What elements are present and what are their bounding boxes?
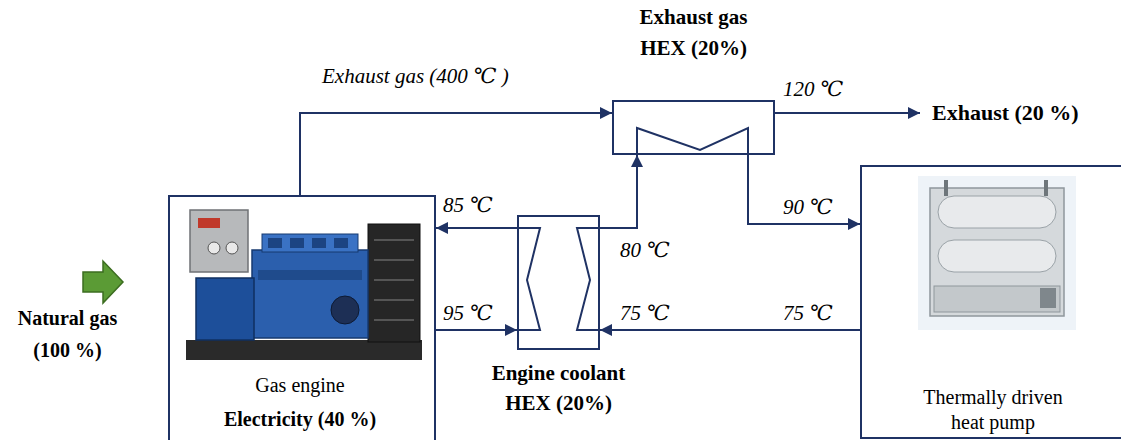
flow-label: Exhaust gas (400 ℃ )	[322, 63, 509, 89]
flow-connector	[436, 329, 517, 331]
engine-head	[262, 234, 358, 252]
node-heading: Exhaust gas HEX (20%)	[619, 2, 769, 64]
engine-pulley	[331, 296, 359, 324]
heat-pump-frame	[930, 188, 1064, 316]
heat-exchanger-box: Engine coolant HEX (20%)	[517, 215, 600, 350]
node-heading: Engine coolant HEX (20%)	[474, 358, 644, 418]
heat-pump-backdrop	[918, 176, 1076, 330]
heat-pump-box: Thermally driven heat pump	[860, 165, 1121, 439]
output-label: Exhaust (20 %)	[932, 99, 1079, 127]
radiator-grille	[374, 319, 414, 321]
node-title: Thermally driven heat pump	[908, 385, 1078, 435]
flow-connector	[436, 227, 517, 229]
engine-block	[252, 250, 368, 338]
heat-pump-pipe	[1044, 180, 1048, 196]
radiator-grille	[374, 299, 414, 301]
control-panel	[190, 210, 248, 272]
temperature-label: 90 ℃	[783, 194, 833, 220]
cylinder-cap	[268, 238, 282, 248]
heat-pump-shell	[938, 196, 1056, 228]
temperature-label: 95 ℃	[443, 300, 493, 326]
exhaust-outlet-line	[775, 112, 920, 114]
generator-skid	[186, 340, 422, 360]
heat-pump-pipe	[944, 180, 948, 196]
heat-pump-control	[1040, 288, 1056, 308]
heat-pump-base	[934, 286, 1060, 312]
flow-connector	[600, 155, 637, 228]
cylinder-cap	[290, 238, 304, 248]
flow-connector	[600, 329, 860, 331]
temperature-label: 75 ℃	[620, 300, 670, 326]
flow-connector	[748, 155, 860, 224]
radiator-grille	[374, 259, 414, 261]
engine-manifold	[258, 270, 362, 280]
heat-pump-shell	[938, 240, 1056, 272]
engine-box: Gas engineElectricity (40 %)	[168, 195, 436, 440]
node-title: Gas engine	[170, 369, 430, 401]
coolant-hex-plate	[517, 228, 540, 330]
panel-badge	[198, 218, 220, 228]
generator-radiator	[368, 224, 420, 342]
input-label: Natural gas (100 %)	[5, 302, 130, 366]
node-output: Electricity (40 %)	[170, 403, 430, 435]
flow-connector	[300, 113, 612, 195]
temperature-label: 75 ℃	[783, 300, 833, 326]
radiator-grille	[374, 239, 414, 241]
coolant-hex-plate	[577, 228, 600, 330]
exhaust-hex-coil	[637, 128, 748, 155]
cylinder-cap	[334, 238, 348, 248]
radiator-grille	[374, 279, 414, 281]
temperature-label: 120 ℃	[783, 76, 843, 102]
heat-exchanger-box: Exhaust gas HEX (20%)	[612, 100, 775, 155]
alternator	[196, 278, 254, 340]
gas-input-arrow	[83, 261, 123, 303]
temperature-label: 85 ℃	[443, 192, 493, 218]
panel-gauge	[208, 242, 220, 254]
generator-illustration	[186, 210, 422, 360]
heat-pump-illustration	[918, 176, 1076, 330]
cylinder-cap	[312, 238, 326, 248]
temperature-label: 80 ℃	[620, 237, 670, 263]
panel-gauge	[226, 242, 238, 254]
